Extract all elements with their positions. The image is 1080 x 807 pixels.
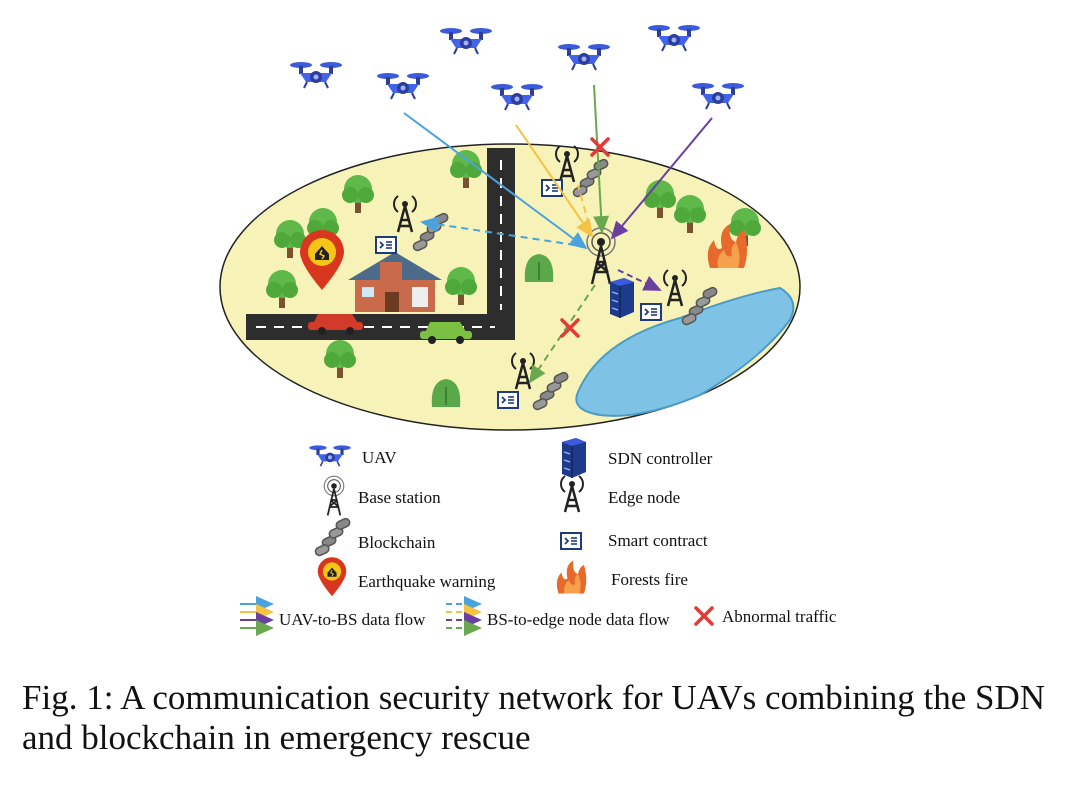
- figure-caption: Fig. 1: A communication security network…: [22, 678, 1046, 757]
- legend-label-bs-to-edge-flow: BS-to-edge node data flow: [487, 610, 670, 629]
- abnormal-x-icon: [694, 606, 714, 626]
- legend-label-sdn-controller: SDN controller: [608, 449, 713, 468]
- red-car: [308, 314, 363, 335]
- uav-icon: [376, 72, 430, 100]
- house: [348, 252, 442, 312]
- uav-icon: [289, 61, 343, 89]
- uav-icon: [308, 444, 352, 468]
- earthquake-warning-icon: [317, 556, 347, 597]
- fire-icon: [556, 560, 587, 594]
- bs-to-edge-flow-green: [528, 284, 596, 384]
- blockchain-icon: [313, 516, 352, 558]
- uav-icon: [691, 82, 745, 110]
- bs-to-edge-flow-purple: [617, 269, 662, 291]
- legend-label-forests-fire: Forests fire: [611, 570, 688, 589]
- uav-to-bs-flow-yellow: [515, 124, 594, 238]
- legend-label-base-station: Base station: [358, 488, 441, 507]
- sdn-controller-icon: [561, 437, 587, 479]
- legend-uav-to-bs-lines: [240, 596, 274, 636]
- uav-to-bs-flow-purple: [610, 117, 713, 240]
- bs-to-edge-flow-yellow: [577, 184, 593, 237]
- edge-node-icon: [559, 474, 585, 514]
- smart-contract-icon: [375, 236, 397, 254]
- legend-label-uav-to-bs-flow: UAV-to-BS data flow: [279, 610, 426, 629]
- uav-to-bs-flow-green: [593, 84, 610, 234]
- uav-icon: [490, 83, 544, 111]
- smart-contract-icon: [640, 303, 662, 321]
- uav-icon: [439, 27, 493, 55]
- green-car: [420, 322, 472, 344]
- smart-contract-icon: [497, 391, 519, 409]
- legend-label-earthquake-warning: Earthquake warning: [358, 572, 496, 591]
- bs-to-edge-flow-blue: [420, 216, 576, 246]
- legend-label-blockchain: Blockchain: [358, 533, 436, 552]
- uav-icon: [647, 24, 701, 52]
- uav-to-bs-flow-blue: [403, 112, 588, 250]
- lake: [575, 286, 795, 417]
- uav-icon: [557, 43, 611, 71]
- legend-bs-to-edge-lines: [446, 596, 482, 636]
- smart-contract-icon: [560, 532, 582, 550]
- base-station-icon: [323, 475, 345, 517]
- legend-label-abnormal-traffic: Abnormal traffic: [722, 607, 837, 626]
- legend-label-edge-node: Edge node: [608, 488, 681, 507]
- sdn-controller-icon: [609, 277, 635, 319]
- legend-label-uav: UAV: [362, 448, 397, 467]
- legend-label-smart-contract: Smart contract: [608, 531, 708, 550]
